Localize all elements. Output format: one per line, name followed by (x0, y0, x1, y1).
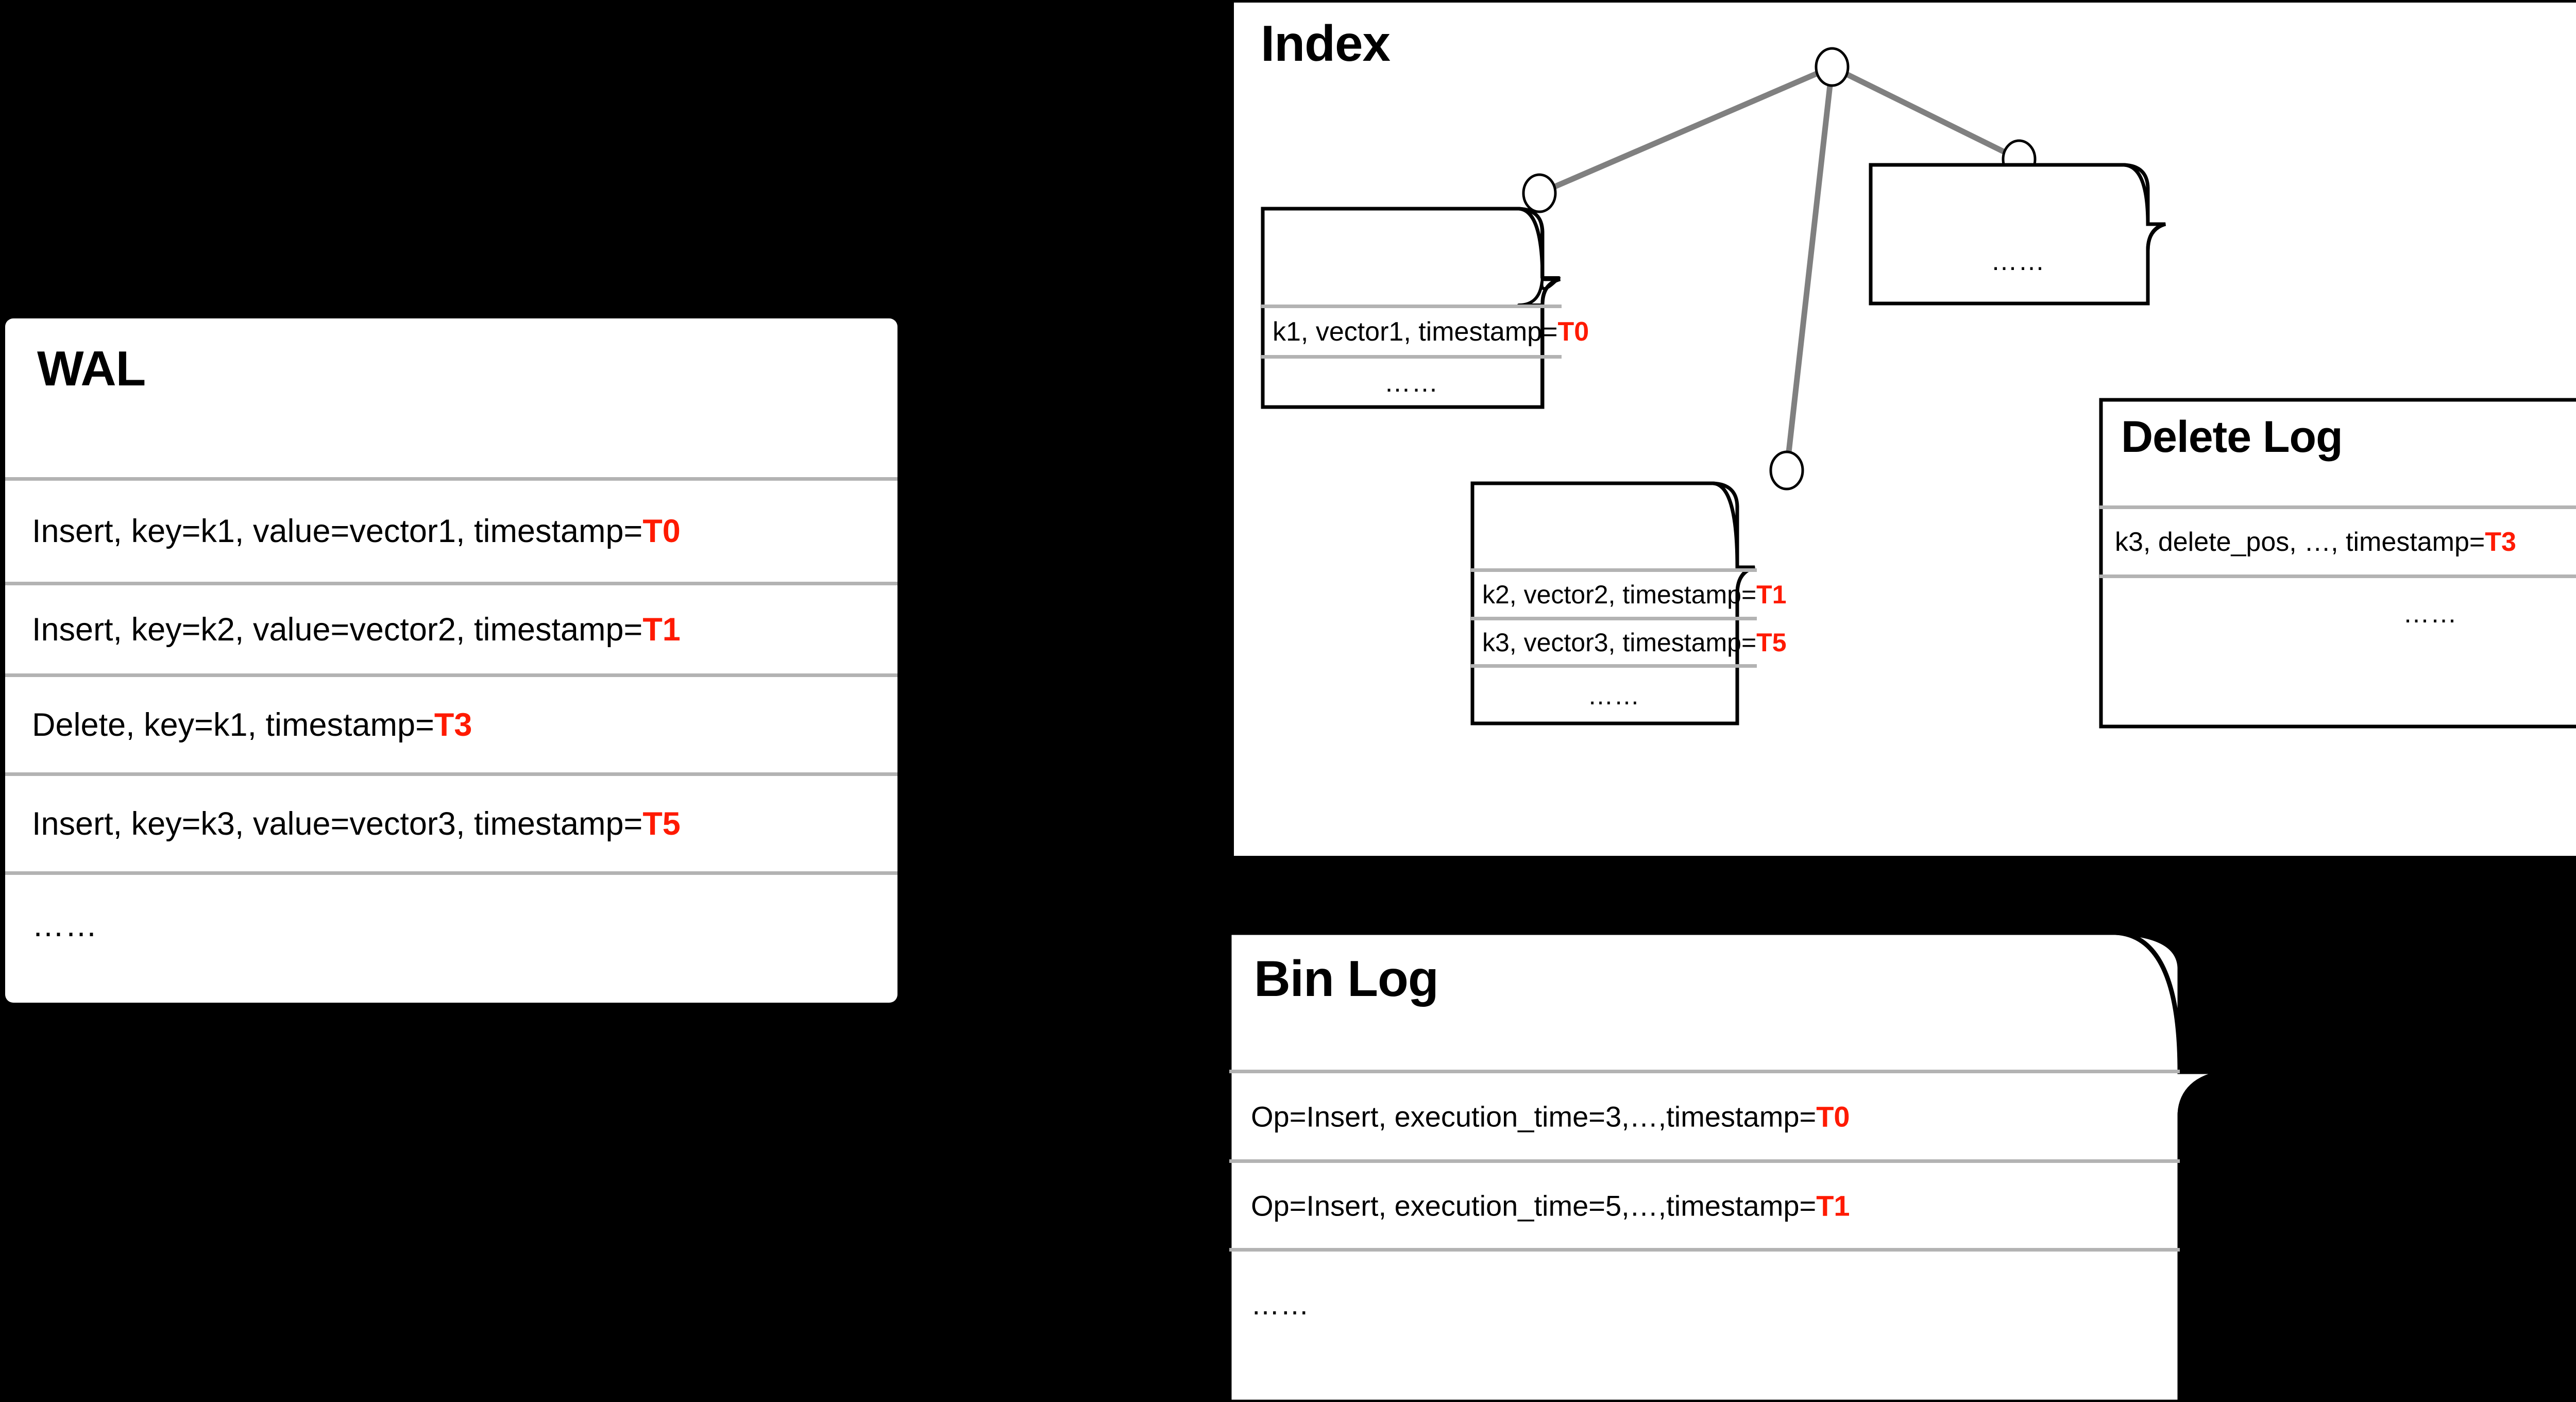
bin-log-row-text: …… (1251, 1288, 1310, 1321)
timestamp-value: T0 (1816, 1100, 1850, 1133)
timestamp-value: T5 (642, 805, 681, 842)
index-leaf-row: …… (1869, 220, 2167, 302)
bin-log-row: Op=Insert, execution_time=5,…,timestamp=… (1229, 1159, 2180, 1248)
index-leaf-row: k2, vector2, timestamp=T1 (1471, 568, 1787, 617)
timestamp-value: T1 (1816, 1189, 1850, 1222)
index-leaf-row-text: …… (1384, 368, 1439, 398)
bin-log-row-text: Op=Insert, execution_time=5,…,timestamp=… (1251, 1189, 1850, 1222)
index-leaf-k1: k1, vector1, timestamp=T0 …… (1261, 207, 1589, 409)
index-leaf-row-text: …… (1587, 681, 1640, 710)
index-leaf-row-text: k3, vector3, timestamp=T5 (1482, 628, 1787, 657)
wal-row: Delete, key=k1, timestamp=T3 (5, 673, 897, 772)
timestamp-value: T0 (1557, 316, 1589, 347)
timestamp-value: T1 (642, 611, 681, 648)
delete-log-row-text: …… (2403, 599, 2458, 629)
bin-log-row: …… (1229, 1248, 2180, 1402)
bin-log-title: Bin Log (1254, 950, 1439, 1007)
timestamp-value: T5 (1756, 628, 1787, 657)
tree-node-bottom[interactable] (1769, 450, 1804, 491)
wal-row: …… (5, 871, 897, 1003)
wal-row-text: Insert, key=k2, value=vector2, timestamp… (32, 611, 681, 648)
timestamp-value: T1 (1756, 580, 1787, 609)
tree-edge-root-right (1831, 64, 2021, 162)
tree-edge-root-left (1538, 64, 1834, 196)
index-leaf-row-text: k2, vector2, timestamp=T1 (1482, 580, 1787, 609)
wal-row-text: Insert, key=k3, value=vector3, timestamp… (32, 805, 681, 842)
delete-log-row: k3, delete_pos, …, timestamp=T3 (2099, 505, 2576, 575)
bin-log-row-text: Op=Insert, execution_time=3,…,timestamp=… (1251, 1100, 1850, 1133)
index-panel: Index k1, vector1, timestamp=T0 …… (1234, 3, 2576, 856)
index-leaf-row: …… (1471, 664, 1757, 723)
tree-node-left[interactable] (1522, 173, 1557, 213)
delete-log-panel: Delete Log k3, delete_pos, …, timestamp=… (2099, 398, 2576, 729)
wal-row: Insert, key=k2, value=vector2, timestamp… (5, 582, 897, 673)
delete-log-title: Delete Log (2121, 412, 2343, 462)
delete-log-row: …… (2099, 575, 2576, 649)
timestamp-value: T3 (2485, 527, 2516, 557)
index-leaf-row: …… (1261, 355, 1562, 407)
delete-log-row-text: k3, delete_pos, …, timestamp=T3 (2115, 527, 2516, 557)
index-leaf-row-text: …… (1991, 246, 2045, 276)
wal-panel: WAL Insert, key=k1, value=vector1, times… (5, 318, 897, 1003)
index-leaf-ellipsis: …… (1869, 163, 2167, 306)
wal-row-text: Insert, key=k1, value=vector1, timestamp… (32, 513, 681, 549)
tree-node-root[interactable] (1815, 47, 1850, 87)
wal-row-text: …… (32, 907, 98, 943)
wal-row-text: Delete, key=k1, timestamp=T3 (32, 706, 472, 743)
bin-log-panel: Bin Log Op=Insert, execution_time=3,…,ti… (1227, 930, 2229, 1402)
wal-row: Insert, key=k1, value=vector1, timestamp… (5, 477, 897, 582)
index-leaf-row: k3, vector3, timestamp=T5 (1471, 617, 1787, 664)
index-leaf-k2-k3: k2, vector2, timestamp=T1 k3, vector3, t… (1470, 481, 1787, 725)
wal-title: WAL (37, 341, 146, 396)
timestamp-value: T3 (434, 706, 472, 743)
timestamp-value: T0 (642, 513, 681, 549)
wal-row: Insert, key=k3, value=vector3, timestamp… (5, 772, 897, 871)
tree-edge-root-bottom (1784, 66, 1835, 471)
index-leaf-row: k1, vector1, timestamp=T0 (1261, 305, 1589, 355)
bin-log-row: Op=Insert, execution_time=3,…,timestamp=… (1229, 1070, 2180, 1159)
index-title: Index (1261, 15, 1391, 72)
index-leaf-row-text: k1, vector1, timestamp=T0 (1273, 316, 1589, 347)
